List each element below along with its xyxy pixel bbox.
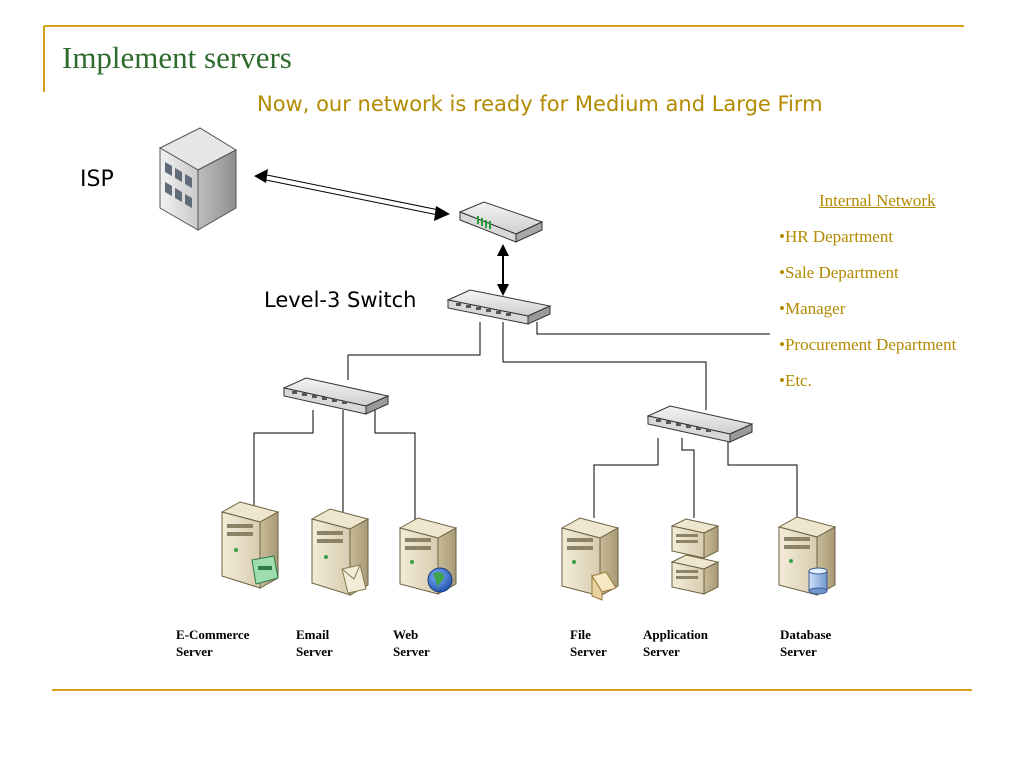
- application-server-label: Application Server: [643, 627, 709, 659]
- database-server-label: Database Server: [780, 627, 832, 659]
- internal-network-item-sale: •Sale Department: [779, 263, 899, 282]
- web-server-icon: [398, 517, 458, 595]
- email-server-label: Email Server: [296, 627, 333, 659]
- router-switch-link: [497, 244, 509, 296]
- isp-building-icon: [158, 127, 238, 231]
- internal-network-item-hr: •HR Department: [779, 227, 894, 246]
- left-switch-icon: [282, 377, 390, 415]
- level3-switch-label: Level-3 Switch: [264, 288, 417, 312]
- file-server-label: File Server: [570, 627, 607, 659]
- slide-frame: [43, 25, 972, 691]
- router-icon: [458, 201, 544, 243]
- ecommerce-server-icon: [220, 501, 280, 589]
- slide-title: Implement servers: [62, 40, 292, 75]
- internal-network-item-etc: •Etc.: [779, 371, 812, 390]
- internal-network-item-procurement: •Procurement Department: [779, 335, 957, 354]
- isp-label: ISP: [80, 167, 114, 192]
- core-switch-icon: [446, 289, 552, 325]
- slide-subtitle: Now, our network is ready for Medium and…: [257, 92, 823, 116]
- email-server-icon: [310, 508, 370, 596]
- ecommerce-server-label: E-Commerce Server: [176, 627, 250, 659]
- internal-network-title: Internal Network: [819, 191, 936, 210]
- file-server-icon: [560, 517, 620, 601]
- right-switch-icon: [646, 405, 754, 443]
- web-server-label: Web Server: [393, 627, 430, 659]
- internal-network-item-manager: •Manager: [779, 299, 846, 318]
- isp-router-link: [254, 169, 450, 221]
- application-server-icon: [670, 518, 720, 595]
- database-server-icon: [777, 516, 837, 596]
- connection-lines: [253, 322, 798, 527]
